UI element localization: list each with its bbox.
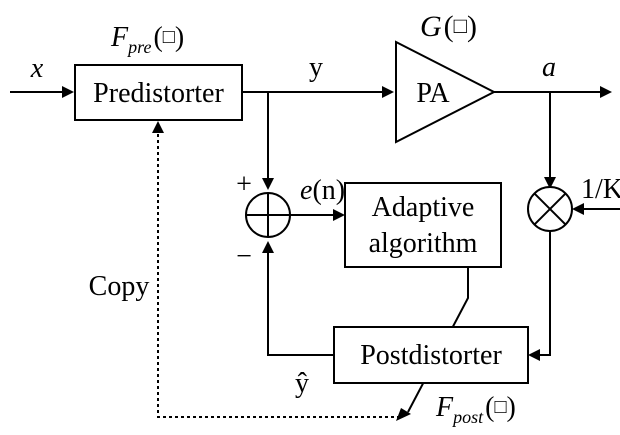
gain-value: 1/K	[581, 174, 620, 205]
signal-a-label: a	[542, 52, 556, 83]
adaptive-label-line1: Adaptive	[372, 192, 475, 223]
pa-block: PA	[395, 40, 497, 144]
summer-plus-sign: +	[236, 169, 252, 200]
gain-label: 1/K	[581, 174, 620, 205]
error-signal-label: e(n)	[300, 175, 345, 206]
arrowhead-output-a	[600, 86, 612, 98]
f-pre-label: Fpre(□)	[110, 22, 184, 57]
arrowhead-copy-to-predistorter	[152, 121, 164, 133]
error-symbol: e	[300, 175, 312, 206]
arrowhead-adaptive-to-fpost	[396, 408, 411, 421]
g-open-paren: (	[444, 10, 454, 43]
summer-minus-sign: −	[236, 241, 252, 272]
adaptive-algorithm-box	[344, 182, 502, 268]
predistorter-label: Predistorter	[93, 78, 224, 109]
f-post-open-paren: (	[485, 392, 494, 423]
multiplier-cross-b	[533, 192, 567, 226]
f-pre-close-paren: )	[175, 22, 184, 53]
arrowhead-y-to-pa	[382, 86, 394, 98]
arrowhead-a-to-multiplier	[544, 177, 556, 189]
wire-multiplier-to-postdistorter	[536, 231, 551, 356]
f-post-argument-glyph: □	[494, 396, 506, 418]
postdistorter-label: Postdistorter	[360, 340, 502, 371]
signal-x-label: x	[30, 53, 44, 84]
summing-junction	[245, 192, 291, 238]
copy-label: Copy	[89, 271, 150, 302]
arrowheads	[62, 86, 612, 421]
adaptive-label-line2: algorithm	[369, 228, 478, 259]
predistorter-block: Predistorter	[74, 64, 243, 121]
copy-path	[157, 133, 400, 418]
error-argument: (n)	[312, 175, 345, 206]
signal-y-label: y	[309, 52, 323, 83]
arrowhead-error-to-adaptive	[333, 209, 345, 221]
arrowhead-to-postdistorter	[528, 349, 540, 361]
adaptive-algorithm-block: Adaptive algorithm	[344, 182, 502, 268]
f-pre-argument-glyph: □	[163, 26, 175, 48]
wire-yhat-to-summer	[267, 252, 334, 356]
f-post-symbol: F	[435, 392, 454, 423]
predistorter-box	[74, 64, 243, 121]
f-post-close-paren: )	[507, 392, 516, 423]
arrowhead-x-in	[62, 86, 74, 98]
f-post-label: Fpost(□)	[435, 392, 516, 427]
postdistorter-block: Postdistorter	[333, 326, 529, 384]
arrowhead-gain-to-multiplier	[572, 203, 584, 215]
signal-yhat-label: ŷ	[295, 368, 309, 399]
f-post-subscript: post	[451, 407, 484, 427]
f-pre-subscript: pre	[126, 37, 151, 57]
f-pre-open-paren: (	[153, 22, 162, 53]
g-close-paren: )	[467, 10, 477, 43]
g-argument-glyph: □	[454, 13, 467, 38]
arrowhead-yhat-to-summer	[262, 241, 274, 253]
multiplier	[527, 186, 573, 232]
g-label: G(□)	[420, 10, 477, 43]
postdistorter-box	[333, 326, 529, 384]
pa-triangle	[395, 40, 497, 144]
f-pre-symbol: F	[110, 22, 129, 53]
pa-label: PA	[416, 78, 450, 109]
g-symbol: G	[420, 10, 442, 43]
arrowhead-y-to-summer	[262, 178, 274, 190]
